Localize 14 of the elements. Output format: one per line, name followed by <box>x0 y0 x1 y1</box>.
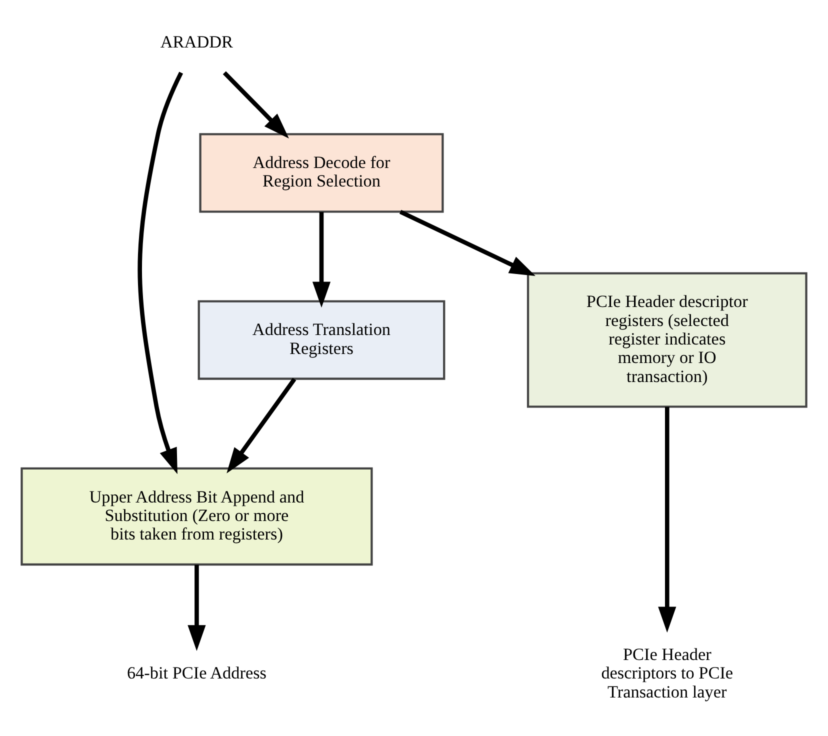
node-box: Address Decode for Region Selection <box>199 133 444 213</box>
arrow <box>399 210 536 276</box>
node-text: PCIe Header descriptors to PCIe Transaction layer <box>601 645 734 702</box>
node-text: ARADDR <box>160 32 234 52</box>
arrow <box>138 72 184 474</box>
arrow <box>312 212 331 308</box>
node-box: PCIe Header descriptor registers (selected register indicates memory or IO transaction) <box>526 272 808 408</box>
node-box: Address Translation Registers <box>198 300 446 380</box>
node-text: 64-bit PCIe Address <box>126 664 266 683</box>
arrow <box>188 564 206 651</box>
arrow <box>658 406 676 633</box>
node-box: Upper Address Bit Append and Substitution (Zero or more bits taken from registers) <box>20 467 373 566</box>
arrow <box>222 71 289 138</box>
arrow <box>226 378 296 474</box>
